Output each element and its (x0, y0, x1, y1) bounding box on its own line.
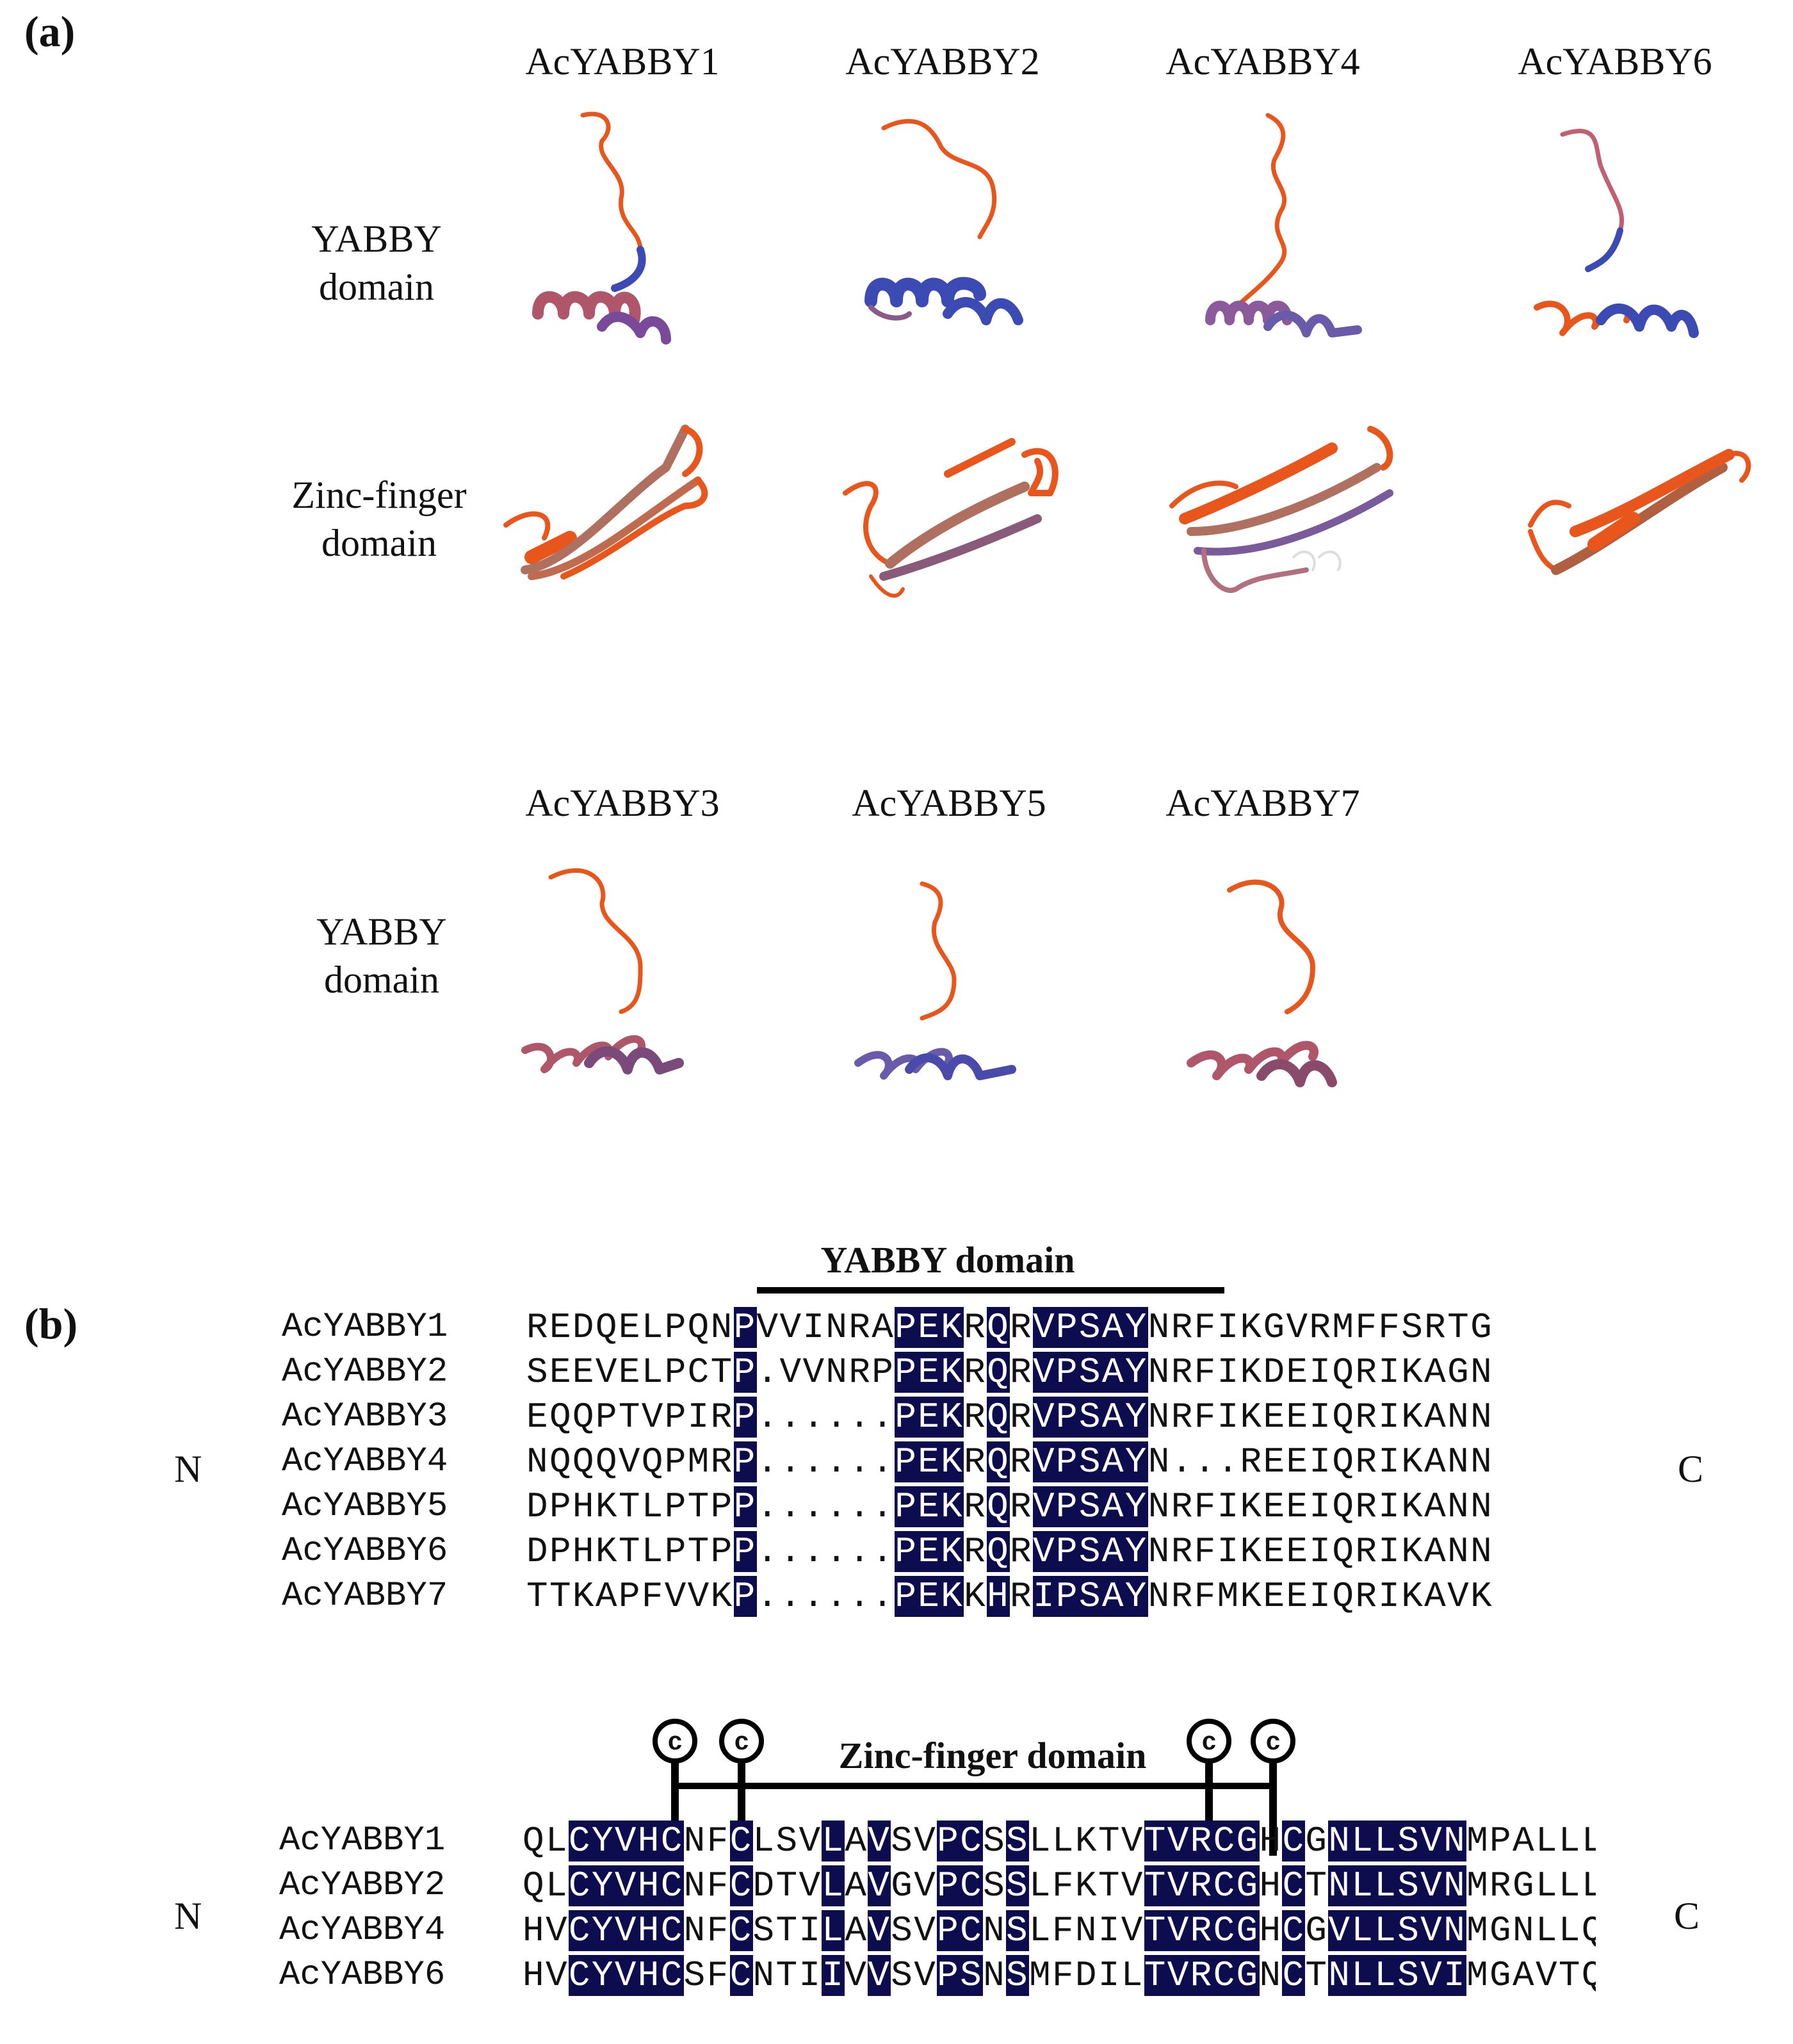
alignment-row-sequence: REDQELPQNPVVINRAPEKRQRVPSAYNRFIKGVRMFFSR… (526, 1307, 1494, 1348)
alignment-row-sequence: TTKAPFVVKP......PEKKHRIPSAYNRFMKEEIQRIKA… (526, 1576, 1494, 1617)
structure-zinc-acyabby4 (1165, 410, 1434, 679)
alignment-row-sequence: NQQQVQPMRP......PEKRQRVPSAYN...REEIQRIKA… (526, 1441, 1494, 1482)
cysteine-marker-3: c (1187, 1719, 1231, 1764)
alignment-row-name: AcYABBY6 (279, 1956, 446, 1995)
alignment-row-name: AcYABBY2 (279, 1866, 446, 1905)
structure-zinc-acyabby1 (493, 410, 762, 679)
structure-yabby-acyabby5 (845, 871, 1114, 1140)
n-terminus-yabby: N (174, 1448, 202, 1490)
structure-zinc-acyabby6 (1518, 423, 1787, 692)
alignment-row-name: AcYABBY1 (282, 1308, 448, 1347)
title-acyabby5: AcYABBY5 (852, 782, 1046, 824)
alignment-row-sequence: HVCYVHCSFCNTIIVVSVPSNSMFDILTVRCGNCTNLLSV… (523, 1955, 1596, 1996)
zinc-label-line1: Zinc-finger (291, 474, 467, 516)
title-acyabby6: AcYABBY6 (1518, 40, 1712, 83)
alignment-row-name: AcYABBY7 (282, 1577, 448, 1616)
n-terminus-zinc: N (174, 1895, 202, 1937)
alignment-row-sequence: DPHKTLPTPP......PEKRQRVPSAYNRFIKEEIQRIKA… (526, 1531, 1494, 1572)
yabby-label-line2: domain (319, 266, 434, 308)
alignment-row-sequence: SEEVELPCTP.VVNRPPEKRQRVPSAYNRFIKDEIQRIKA… (526, 1352, 1494, 1393)
c-terminus-yabby: C (1678, 1448, 1704, 1490)
yabby-domain-alignment-title: YABBY domain (820, 1239, 1075, 1281)
alignment-row-name: AcYABBY1 (279, 1821, 446, 1860)
zinc-domain-bar (675, 1783, 1273, 1789)
c-terminus-zinc: C (1674, 1895, 1700, 1937)
title-acyabby4: AcYABBY4 (1165, 40, 1360, 83)
title-acyabby7: AcYABBY7 (1165, 782, 1360, 824)
yabby-alignment-sequences: REDQELPQNPVVINRAPEKRQRVPSAYNRFIKGVRMFFSR… (526, 1305, 1493, 1619)
cysteine-marker-2: c (719, 1719, 764, 1764)
alignment-row-name: AcYABBY3 (282, 1397, 448, 1436)
alignment-row-name: AcYABBY4 (282, 1442, 448, 1481)
title-acyabby2: AcYABBY2 (845, 40, 1040, 83)
alignment-row-sequence: QLCYVHCNFCLSVLAVSVPCSSLLKTVTVRCGHCGNLLSV… (523, 1821, 1596, 1862)
alignment-row-sequence: QLCYVHCNFCDTVLAVGVPCSSLFKTVTVRCGHCTNLLSV… (523, 1865, 1596, 1906)
structure-yabby-acyabby4 (1185, 102, 1454, 371)
alignment-row-name: AcYABBY4 (279, 1911, 446, 1950)
structure-zinc-acyabby2 (832, 416, 1101, 685)
cys-stem-4 (1269, 1761, 1277, 1856)
structure-yabby-acyabby2 (832, 102, 1101, 371)
alignment-row-sequence: EQQPTVPIRP......PEKRQRVPSAYNRFIKEEIQRIKA… (526, 1397, 1494, 1438)
panel-a-label: (a) (24, 7, 76, 56)
structure-yabby-acyabby3 (512, 858, 781, 1127)
alignment-row-sequence: DPHKTLPTPP......PEKRQRVPSAYNRFIKEEIQRIKA… (526, 1486, 1494, 1527)
cysteine-marker-4: c (1251, 1719, 1295, 1764)
yabby-domain-row2-label: YABBY domain (266, 908, 497, 1004)
structure-yabby-acyabby7 (1178, 864, 1447, 1133)
yabby-domain-row-label: YABBY domain (261, 215, 492, 311)
yabby-row2-label-line2: domain (324, 959, 439, 1001)
yabby-label-line1: YABBY (311, 218, 442, 260)
alignment-row-sequence: HVCYVHCNFCSTILAVSVPCNSLFNIVTVRCGHCGVLLSV… (523, 1910, 1596, 1951)
zinc-domain-row-label: Zinc-finger domain (264, 471, 494, 567)
zinc-domain-alignment-title: Zinc-finger domain (838, 1735, 1147, 1776)
title-acyabby3: AcYABBY3 (525, 782, 720, 824)
alignment-row-name: AcYABBY5 (282, 1487, 448, 1526)
zinc-label-line2: domain (321, 522, 437, 564)
structure-yabby-acyabby1 (499, 102, 768, 371)
structure-yabby-acyabby6 (1524, 115, 1793, 384)
zinc-alignment-sequences: QLCYVHCNFCLSVLAVSVPCSSLLKTVTVRCGHCGNLLSV… (523, 1819, 1596, 1998)
alignment-row-name: AcYABBY2 (282, 1352, 448, 1391)
yabby-domain-bar (757, 1287, 1224, 1294)
panel-b-label: (b) (24, 1299, 78, 1348)
title-acyabby1: AcYABBY1 (525, 40, 720, 83)
yabby-row2-label-line1: YABBY (316, 911, 447, 953)
alignment-row-name: AcYABBY6 (282, 1532, 448, 1571)
cysteine-marker-1: c (653, 1719, 697, 1764)
